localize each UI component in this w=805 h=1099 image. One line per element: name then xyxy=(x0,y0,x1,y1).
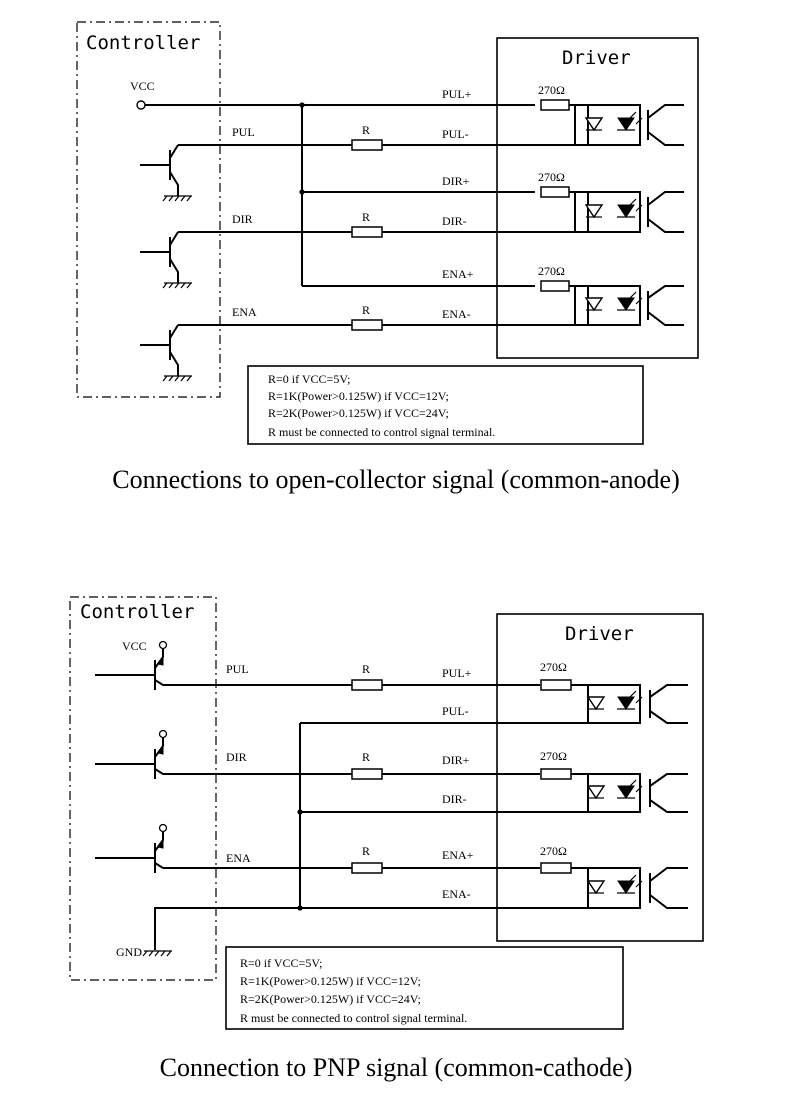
note-line: R=1K(Power>0.125W) if VCC=12V; xyxy=(268,389,449,403)
opto-resistor-label: 270Ω xyxy=(540,844,567,858)
dir-ctrl-label: DIR xyxy=(226,750,247,764)
ena-resistor xyxy=(351,319,383,331)
opto-resistor-label: 270Ω xyxy=(538,264,565,278)
optocoupler-icon: 270Ω xyxy=(540,749,688,813)
dir-plus-label: DIR+ xyxy=(442,753,470,767)
note-line: R=2K(Power>0.125W) if VCC=24V; xyxy=(268,406,449,420)
diagram-pnp: Controller Driver VCC R PUL PUL+ R DIR xyxy=(69,596,704,1082)
npn-transistor-icon xyxy=(140,144,192,202)
pul-ctrl-label: PUL xyxy=(226,662,249,676)
ena-plus-label: ENA+ xyxy=(442,267,474,281)
dir-minus-label: DIR- xyxy=(442,792,467,806)
gnd-label: GND xyxy=(116,945,142,959)
ena-minus-label: ENA- xyxy=(442,307,471,321)
pul-r-label: R xyxy=(362,123,370,137)
optocoupler-icon: 270Ω xyxy=(538,83,684,146)
caption: Connections to open-collector signal (co… xyxy=(112,465,680,494)
ena-r-label: R xyxy=(362,844,370,858)
diagram-open-collector: Controller Driver VCC PUL+ DIR+ ENA+ R P… xyxy=(76,21,699,494)
ena-minus-label: ENA- xyxy=(442,887,471,901)
ground-icon xyxy=(142,950,172,957)
opto-resistor-label: 270Ω xyxy=(540,660,567,674)
npn-transistor-icon xyxy=(140,324,192,382)
note-line: R must be connected to control signal te… xyxy=(268,425,495,439)
ena-r-label: R xyxy=(362,303,370,317)
notes-box xyxy=(225,946,624,1030)
opto-resistor-label: 270Ω xyxy=(538,170,565,184)
dir-plus-label: DIR+ xyxy=(442,174,470,188)
opto-resistor-label: 270Ω xyxy=(540,749,567,763)
notes-box xyxy=(247,365,644,445)
pul-resistor xyxy=(351,139,383,151)
ena-plus-label: ENA+ xyxy=(442,848,474,862)
optocoupler-icon: 270Ω xyxy=(540,844,688,909)
controller-label: Controller xyxy=(86,32,200,54)
note-line: R=0 if VCC=5V; xyxy=(268,372,350,386)
dir-resistor xyxy=(351,226,383,238)
pul-resistor xyxy=(351,679,383,691)
dir-ctrl-label: DIR xyxy=(232,212,253,226)
dir-resistor xyxy=(351,768,383,780)
controller-box xyxy=(69,596,217,981)
controller-label: Controller xyxy=(80,601,194,623)
note-line: R=1K(Power>0.125W) if VCC=12V; xyxy=(240,974,421,988)
driver-box xyxy=(496,37,699,359)
pul-plus-label: PUL+ xyxy=(442,666,472,680)
driver-label: Driver xyxy=(562,47,631,69)
pnp-transistor-icon xyxy=(95,729,352,779)
pnp-transistor-icon xyxy=(95,640,352,690)
ena-resistor xyxy=(351,862,383,874)
note-line: R=0 if VCC=5V; xyxy=(240,956,322,970)
optocoupler-icon: 270Ω xyxy=(540,660,688,724)
pnp-transistor-icon xyxy=(95,823,352,873)
opto-resistor-label: 270Ω xyxy=(538,83,565,97)
driver-box xyxy=(496,613,704,942)
ena-ctrl-label: ENA xyxy=(226,851,251,865)
pul-r-label: R xyxy=(362,662,370,676)
ena-minus-wire xyxy=(154,907,588,950)
npn-transistor-icon xyxy=(140,231,192,289)
note-line: R must be connected to control signal te… xyxy=(240,1011,467,1025)
caption: Connection to PNP signal (common-cathode… xyxy=(160,1053,633,1082)
controller-box xyxy=(76,21,221,398)
optocoupler-icon: 270Ω xyxy=(538,170,684,233)
vcc-terminal xyxy=(136,100,146,110)
optocoupler-icon: 270Ω xyxy=(538,264,684,326)
pul-minus-label: PUL- xyxy=(442,127,469,141)
dir-r-label: R xyxy=(362,750,370,764)
driver-label: Driver xyxy=(565,623,634,645)
vcc-label: VCC xyxy=(130,79,155,93)
pul-ctrl-label: PUL xyxy=(232,125,255,139)
dir-minus-label: DIR- xyxy=(442,214,467,228)
dir-r-label: R xyxy=(362,210,370,224)
pul-minus-label: PUL- xyxy=(442,704,469,718)
note-line: R=2K(Power>0.125W) if VCC=24V; xyxy=(240,992,421,1006)
ena-ctrl-label: ENA xyxy=(232,305,257,319)
pul-plus-label: PUL+ xyxy=(442,87,472,101)
vcc-label: VCC xyxy=(122,639,147,653)
